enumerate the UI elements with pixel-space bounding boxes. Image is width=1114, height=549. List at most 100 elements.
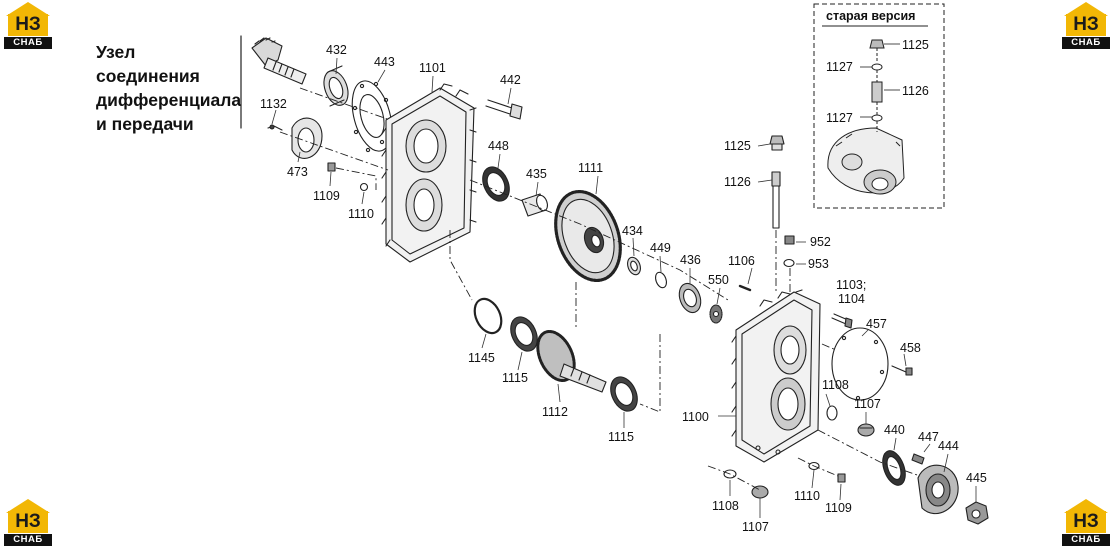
inset-label-1127-upper: 1127 bbox=[826, 60, 853, 74]
cover-457 bbox=[831, 327, 889, 401]
label-435: 435 bbox=[526, 167, 547, 181]
inset-label-1127-lower: 1127 bbox=[826, 111, 853, 125]
title-line-4: и передачи bbox=[96, 114, 194, 134]
seal-plate-473 bbox=[291, 117, 323, 159]
label-1107-right: 1107 bbox=[854, 397, 881, 411]
label-1109-bottom: 1109 bbox=[825, 501, 852, 515]
bearing-1115-upper bbox=[510, 316, 538, 352]
gear-1111 bbox=[554, 189, 622, 283]
bolt-458 bbox=[891, 365, 907, 373]
label-952: 952 bbox=[810, 235, 831, 249]
bevel-pinion-shaft bbox=[251, 37, 307, 85]
inset-ring-1127-lower bbox=[871, 114, 883, 122]
bolt-458-head bbox=[905, 367, 913, 376]
label-1103: 1103; bbox=[836, 278, 866, 292]
bearing-432 bbox=[323, 65, 349, 107]
breather-1125 bbox=[769, 135, 785, 151]
label-448: 448 bbox=[488, 139, 509, 153]
label-458: 458 bbox=[900, 341, 921, 355]
title-line-2: соединения bbox=[96, 66, 200, 86]
brand-logo-bottom-left: НЗ СНАБ bbox=[2, 499, 54, 547]
part-labels: 432 443 1101 442 1132 473 1109 1110 448 … bbox=[260, 43, 987, 534]
title-line-1: Узел bbox=[96, 42, 136, 62]
assembly-axes bbox=[279, 87, 921, 491]
logo-roof-icon bbox=[6, 2, 50, 16]
logo-roof-icon bbox=[6, 499, 50, 513]
pin-1106 bbox=[738, 284, 752, 292]
inset-old-version: старая версия 1125 1127 1126 1127 bbox=[813, 3, 945, 209]
bolt-1132-head bbox=[269, 124, 275, 130]
inset-label-1125: 1125 bbox=[902, 38, 929, 52]
bearing-436 bbox=[678, 282, 702, 314]
diagram-title: Узел соединения дифференциала и передачи bbox=[96, 40, 241, 136]
label-953: 953 bbox=[808, 257, 829, 271]
label-1115-upper: 1115 bbox=[502, 371, 528, 385]
label-1106: 1106 bbox=[728, 254, 755, 268]
label-1108-right: 1108 bbox=[822, 378, 849, 392]
washer-1110-bottom bbox=[808, 461, 820, 471]
seal-448 bbox=[482, 166, 510, 202]
label-1100: 1100 bbox=[682, 410, 709, 424]
label-1126: 1126 bbox=[724, 175, 751, 189]
bolt-1103 bbox=[831, 313, 853, 329]
label-432: 432 bbox=[326, 43, 347, 57]
logo-caption: СНАБ bbox=[1062, 534, 1110, 546]
inset-housing bbox=[827, 127, 905, 195]
logo-mark: НЗ bbox=[1066, 14, 1106, 36]
label-1125: 1125 bbox=[724, 139, 751, 153]
plug-1107-bottom bbox=[751, 485, 769, 499]
logo-roof-icon bbox=[1064, 2, 1108, 16]
logo-mark: НЗ bbox=[1066, 511, 1106, 533]
plug-1109-bottom bbox=[837, 473, 846, 483]
leader-lines bbox=[271, 57, 977, 518]
inset-label-1126: 1126 bbox=[902, 84, 929, 98]
bushing-435 bbox=[521, 193, 548, 217]
label-1115-lower: 1115 bbox=[608, 430, 634, 444]
housing-1101 bbox=[381, 83, 477, 263]
label-457: 457 bbox=[866, 317, 887, 331]
logo-caption: СНАБ bbox=[4, 534, 52, 546]
label-473: 473 bbox=[287, 165, 308, 179]
gear-550 bbox=[709, 304, 723, 324]
gear-shaft-1112 bbox=[536, 329, 607, 393]
bolt-442 bbox=[485, 99, 523, 120]
label-449: 449 bbox=[650, 241, 671, 255]
label-443: 443 bbox=[374, 55, 395, 69]
label-444: 444 bbox=[938, 439, 959, 453]
inset-ring-1127-upper bbox=[871, 63, 883, 71]
label-1110-left: 1110 bbox=[348, 207, 374, 221]
label-1109-left: 1109 bbox=[313, 189, 340, 203]
label-1107-bottom: 1107 bbox=[742, 520, 769, 534]
breather-pipe-1126 bbox=[771, 171, 781, 229]
oring-1145 bbox=[473, 297, 503, 335]
plug-952 bbox=[784, 235, 795, 245]
logo-caption: СНАБ bbox=[4, 37, 52, 49]
logo-mark: НЗ bbox=[8, 14, 48, 36]
label-445: 445 bbox=[966, 471, 987, 485]
label-1112: 1112 bbox=[542, 405, 568, 419]
plug-1107-right bbox=[857, 423, 875, 437]
label-1145: 1145 bbox=[468, 351, 495, 365]
spacer-434 bbox=[627, 256, 641, 276]
label-550: 550 bbox=[708, 273, 729, 287]
label-442: 442 bbox=[500, 73, 521, 87]
brand-logo-top-left: НЗ СНАБ bbox=[2, 2, 54, 50]
ring-1108-right bbox=[826, 405, 838, 421]
brand-logo-bottom-right: НЗ СНАБ bbox=[1060, 499, 1112, 547]
ring-953 bbox=[783, 258, 795, 268]
label-1104: 1104 bbox=[838, 292, 865, 306]
label-1111: 1111 bbox=[578, 161, 603, 175]
ring-1108-bottom bbox=[723, 469, 737, 479]
label-1132: 1132 bbox=[260, 97, 287, 111]
label-447: 447 bbox=[918, 430, 939, 444]
bearing-1115-lower bbox=[610, 376, 638, 412]
label-436: 436 bbox=[680, 253, 701, 267]
seal-440 bbox=[882, 450, 906, 486]
inset-breather-1125 bbox=[869, 39, 885, 49]
label-440: 440 bbox=[884, 423, 905, 437]
inset-title: старая версия bbox=[826, 9, 915, 23]
brand-logo-top-right: НЗ СНАБ bbox=[1060, 2, 1112, 50]
label-1101: 1101 bbox=[419, 61, 446, 75]
nut-445 bbox=[965, 501, 989, 525]
